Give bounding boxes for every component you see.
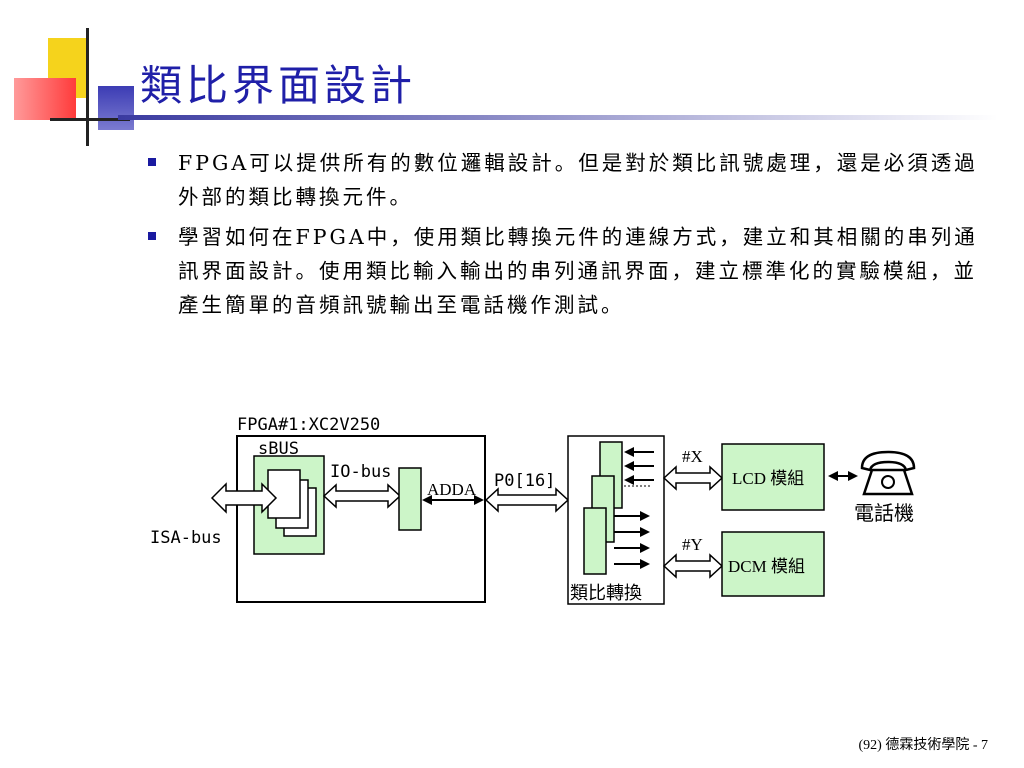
sbus-card-1 (267, 469, 301, 519)
dcm-label: DCM 模組 (728, 557, 805, 576)
converter-chip-3 (583, 507, 607, 575)
io-bus-label: IO-bus (330, 462, 391, 482)
phone-label: 電話機 (854, 501, 914, 525)
bullet-item: 學習如何在FPGA中，使用類比轉換元件的連線方式，建立和其相關的串列通訊界面設計… (148, 220, 988, 322)
isa-bus-label: ISA-bus (150, 528, 222, 548)
phone-arrow-left (828, 471, 838, 481)
bullet-list: FPGA可以提供所有的數位邏輯設計。但是對於類比訊號處理，還是必須透過外部的類比… (148, 146, 988, 328)
slide-footer: (92) 德霖技術學院 - 7 (858, 738, 989, 753)
sbus-label: sBUS (258, 439, 299, 459)
y-label: #Y (682, 535, 703, 554)
adda-arrow-right (474, 495, 484, 505)
deco-red-square (14, 78, 76, 120)
bullet-square-icon (148, 158, 156, 166)
bullet-square-icon (148, 232, 156, 240)
lcd-label: LCD 模組 (732, 469, 804, 488)
telephone-icon (860, 450, 916, 496)
x-bus-arrow (662, 465, 724, 491)
bullet-text: 學習如何在FPGA中，使用類比轉換元件的連線方式，建立和其相關的串列通訊界面設計… (178, 225, 978, 317)
phone-arrow-right (848, 471, 858, 481)
adda-label: ADDA (427, 480, 477, 499)
adda-block (398, 467, 422, 531)
adda-arrow-left (422, 495, 432, 505)
y-bus-arrow (662, 553, 724, 579)
slide-title: 類比界面設計 (140, 61, 417, 110)
x-label: #X (682, 447, 703, 466)
title-underline (118, 115, 998, 120)
converter-label: 類比轉換 (570, 583, 642, 604)
p0-label: P0[16] (494, 471, 555, 491)
bullet-text: FPGA可以提供所有的數位邏輯設計。但是對於類比訊號處理，還是必須透過外部的類比… (178, 151, 978, 209)
deco-blue-square (98, 86, 134, 130)
deco-horizontal-line (50, 118, 130, 121)
bullet-item: FPGA可以提供所有的數位邏輯設計。但是對於類比訊號處理，還是必須透過外部的類比… (148, 146, 988, 214)
lcd-module (721, 443, 825, 511)
fpga-label: FPGA#1:XC2V250 (237, 415, 380, 435)
input-arrows (624, 447, 654, 485)
dcm-module (721, 531, 825, 597)
p0-bus-arrow (484, 487, 570, 513)
deco-vertical-line (86, 28, 89, 146)
isa-bus-arrow (210, 482, 278, 514)
output-arrows (614, 511, 650, 569)
